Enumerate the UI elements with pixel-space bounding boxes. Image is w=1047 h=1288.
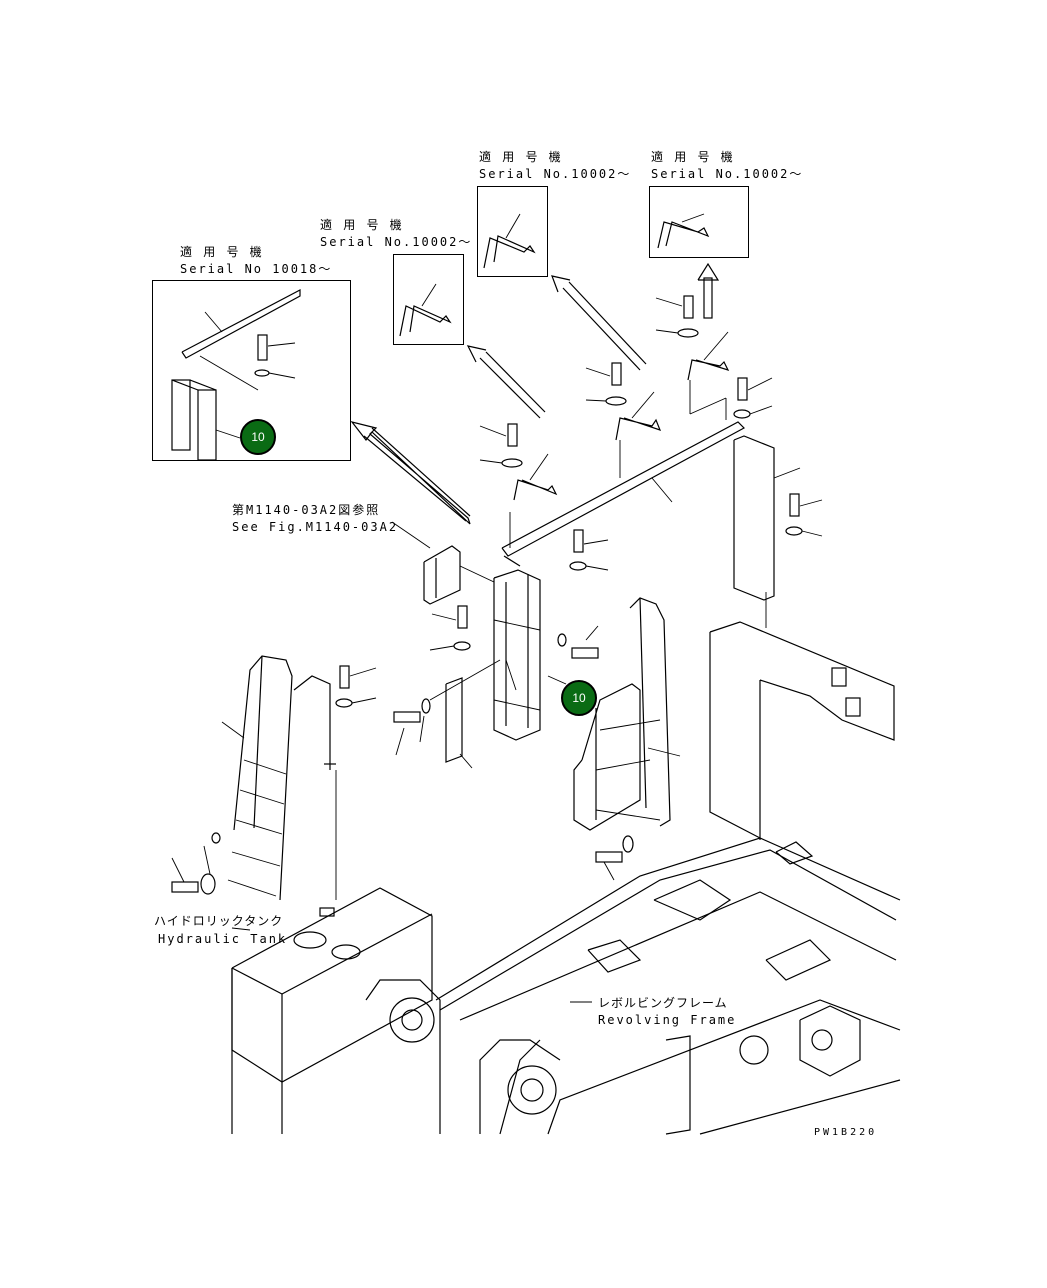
inset-b-drawing: [399, 283, 452, 337]
hydraulic-tank-label-en: Hydraulic Tank: [158, 932, 288, 946]
upper-beam: [501, 380, 745, 567]
hydraulic-tank-label-jp: ハイドロリックタンク: [154, 914, 284, 928]
inset-box-serial-10002-b: [477, 186, 548, 277]
revolving-frame-label-en: Revolving Frame: [598, 1013, 737, 1027]
inset-d-label-serial: Serial No.10002～: [651, 167, 804, 181]
inset-a-label-serial: Serial No 10018～: [180, 262, 333, 276]
side-mount-box: [709, 621, 895, 840]
inset-arrows: [350, 262, 720, 525]
part-callout-10-inset[interactable]: 10: [240, 419, 276, 455]
left-ladder: [221, 655, 337, 901]
inset-c-drawing: [483, 213, 536, 269]
inset-box-serial-10002-c: [649, 186, 749, 258]
part-callout-10-main[interactable]: 10: [561, 680, 597, 716]
inset-c-label-jp: 適 用 号 機: [479, 150, 563, 164]
drawing-code: PW1B220: [814, 1127, 878, 1138]
revolving-frame-label-jp: レボルビングフレーム: [598, 996, 728, 1010]
inset-a-label-jp: 適 用 号 機: [180, 245, 264, 259]
hydraulic-tank-leader: [231, 927, 251, 931]
bolts-washers: [171, 295, 823, 895]
central-ladder-frame: [391, 521, 567, 769]
inset-d-label-jp: 適 用 号 機: [651, 150, 735, 164]
inset-a-drawing: [171, 289, 301, 461]
inset-box-serial-10018: [152, 280, 351, 461]
inset-b-label-jp: 適 用 号 機: [320, 218, 404, 232]
reference-label-en: See Fig.M1140-03A2: [232, 520, 399, 534]
inset-c-label-serial: Serial No.10002～: [479, 167, 632, 181]
right-ladder: [573, 597, 681, 831]
beam-brackets: [513, 331, 730, 501]
revolving-frame: [365, 837, 901, 1135]
reference-label-jp: 第M1140-03A2図参照: [232, 503, 381, 517]
inset-b-label-serial: Serial No.10002～: [320, 235, 473, 249]
hydraulic-tank: [231, 887, 433, 1134]
right-vertical-panel: [733, 435, 801, 628]
inset-box-serial-10002-a: [393, 254, 464, 345]
inset-d-drawing: [657, 213, 710, 249]
